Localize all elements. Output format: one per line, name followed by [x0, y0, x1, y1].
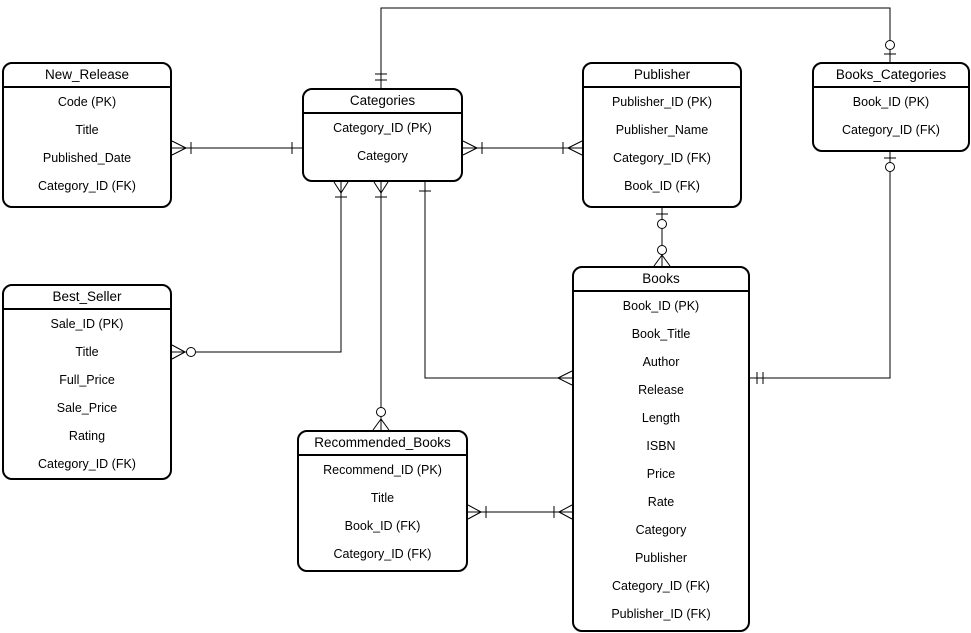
- crow-foot-icon: [372, 418, 390, 431]
- crow-foot-icon: [171, 344, 186, 360]
- entity-attribute: Title: [370, 491, 395, 505]
- entity-attribute: Full_Price: [59, 373, 115, 387]
- relationship-books_categories-books: [750, 152, 896, 384]
- entity-attribute: Book_ID (PK): [622, 299, 700, 313]
- entity-attribute: Publisher_Name: [615, 123, 709, 137]
- zero-circle-icon: [376, 407, 386, 417]
- entity-title: New_Release: [4, 64, 170, 88]
- relationship-best_seller-categories: [171, 181, 349, 360]
- entity-attribute: Category_ID (FK): [333, 547, 432, 561]
- entity-attribute: Category: [635, 523, 687, 537]
- crow-foot-icon: [653, 254, 671, 267]
- entity-attribute: Category: [357, 149, 408, 163]
- entity-attribute: Category_ID (FK): [38, 179, 136, 193]
- entity-attribute: Title: [75, 123, 99, 137]
- entity-attribute: Sale_Price: [56, 401, 118, 415]
- zero-circle-icon: [657, 219, 667, 229]
- entity-title: Best_Seller: [4, 286, 170, 310]
- entity-title: Books_Categories: [814, 64, 968, 88]
- entity-attribute: Price: [646, 467, 676, 481]
- exactly-one-dashes-icon: [756, 372, 764, 384]
- relationship-new_release-categories: [171, 140, 302, 156]
- crow-foot-icon: [467, 504, 482, 520]
- entity-attribute: Title: [75, 345, 99, 359]
- entity-attribute: Category_ID (FK): [38, 457, 136, 471]
- entity-attribute: Book_ID (FK): [624, 179, 700, 193]
- crow-foot-icon: [567, 140, 583, 156]
- crow-foot-icon: [558, 504, 573, 520]
- entity-attribute: Publisher_ID (FK): [611, 607, 711, 621]
- entity-attribute: Recommend_ID (PK): [323, 463, 442, 477]
- crow-foot-icon: [333, 181, 349, 194]
- entity-title: Categories: [304, 90, 461, 114]
- zero-circle-icon: [885, 40, 895, 50]
- exactly-one-dashes-icon: [375, 73, 387, 81]
- relationship-publisher-books: [653, 208, 671, 267]
- entity-attribute: Category_ID (FK): [842, 123, 940, 137]
- crow-foot-icon: [462, 140, 478, 156]
- entity-attribute: Publisher: [634, 551, 688, 565]
- relationship-categories-books: [419, 182, 573, 386]
- entity-attribute: Rating: [68, 429, 106, 443]
- relationship-recommended_books-books: [467, 504, 573, 520]
- entity-attribute: Category_ID (FK): [613, 151, 711, 165]
- entity-attribute: Publisher_ID (PK): [611, 95, 713, 109]
- entity-attribute: Rate: [647, 495, 675, 509]
- entity-attribute: Sale_ID (PK): [50, 317, 124, 331]
- entity-title: Books: [574, 268, 748, 292]
- entity-attribute: Author: [642, 355, 680, 369]
- entity-title: Recommended_Books: [299, 432, 466, 456]
- entity-attribute: Category_ID (PK): [333, 121, 432, 135]
- relationship-categories-publisher: [462, 140, 583, 156]
- entity-attribute: Book_Title: [631, 327, 691, 341]
- entity-attribute: Published_Date: [42, 151, 132, 165]
- zero-circle-icon: [885, 162, 895, 172]
- entity-attribute: Length: [641, 411, 681, 425]
- relationship-categories-recommended_books: [372, 181, 390, 431]
- entity-attribute: Category_ID (FK): [612, 579, 710, 593]
- zero-circle-icon: [186, 347, 196, 357]
- crow-foot-icon: [557, 370, 573, 386]
- entity-attribute: ISBN: [646, 439, 676, 453]
- entity-title: Publisher: [584, 64, 740, 88]
- entity-attribute: Book_ID (FK): [344, 519, 421, 533]
- entity-attribute: Book_ID (PK): [852, 95, 930, 109]
- entity-attribute: Code (PK): [57, 95, 117, 109]
- entity-attribute: Release: [638, 383, 684, 397]
- crow-foot-icon: [373, 181, 389, 194]
- zero-circle-icon: [657, 245, 667, 255]
- crow-foot-icon: [171, 140, 187, 156]
- relationship-categories-books_categories: [375, 7, 896, 88]
